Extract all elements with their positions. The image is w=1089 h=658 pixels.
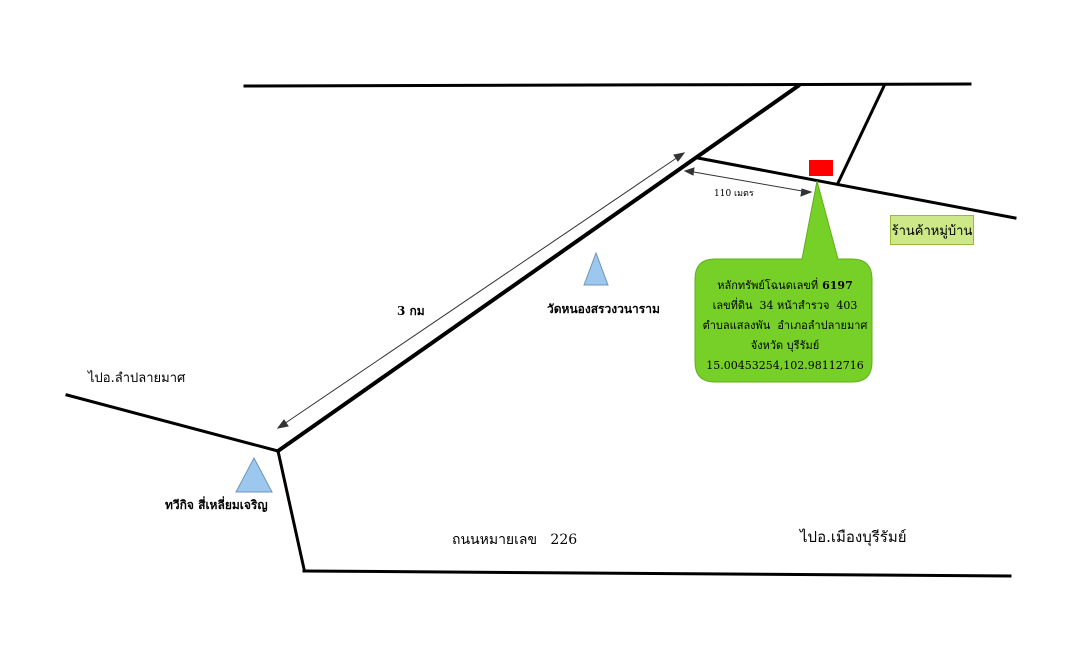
label-road-226: ถนนหมายเลข 226 (452, 532, 578, 548)
village-store-box: ร้านค้าหมู่บ้าน (890, 215, 974, 245)
store-box-fill (890, 215, 974, 245)
callout-line-4: จังหวัด บุรีรัมย์ (750, 339, 820, 352)
arrowhead-110m-end (800, 188, 813, 197)
callout-bubble (694, 180, 873, 383)
callout-deed-row: หลักทรัพย์โฉนดเลขที่6197 (696, 276, 874, 296)
arrowhead-110m-start (683, 167, 695, 176)
road-to-lam-plai-mat (65, 393, 280, 453)
triangle-icon (235, 456, 273, 493)
label-village-store: ร้านค้าหมู่บ้าน (891, 223, 973, 239)
callout-text: หลักทรัพย์โฉนดเลขที่6197 เลขที่ดิน 34 หน… (696, 276, 874, 376)
label-shop-name: ทวีกิจ สี่เหลี่ยมเจริญ (165, 498, 268, 512)
road-top (243, 82, 972, 88)
callout-coordinates: 15.00453254,102.98112716 (706, 359, 864, 372)
callout-deed-label: หลักทรัพย์โฉนดเลขที่ (717, 279, 819, 292)
callout-line-3: ตำบลแสลงพัน อำเภอลำปลายมาศ (702, 319, 868, 332)
roads (65, 82, 1017, 578)
callout-deed-number: 6197 (822, 279, 853, 292)
arrowhead-3km-start (276, 419, 289, 429)
label-distance-3km: 3 กม (397, 304, 425, 318)
distance-arrow-110m (687, 170, 809, 193)
label-temple-name: วัดหนองสรวงวนาราม (547, 302, 660, 316)
triangle-icon (583, 251, 609, 286)
arrowhead-3km-end (673, 152, 686, 162)
distance-markers (276, 152, 813, 429)
label-distance-110m: 110 เมตร (714, 189, 754, 199)
road-branch-east (696, 156, 1017, 220)
road-vertical-south (276, 449, 306, 571)
label-to-lam-plai-mat: ไปอ.ลำปลายมาศ (88, 371, 186, 386)
road-connector-north (836, 84, 886, 185)
road-diagonal-main (275, 83, 801, 454)
label-to-mueang-buriram: ไปอ.เมืองบุรีรัมย์ (800, 528, 907, 546)
callout-line-2: เลขที่ดิน 34 หน้าสำรวจ 403 (712, 299, 858, 312)
road-226 (302, 569, 1012, 578)
red-rectangle-icon (809, 160, 833, 176)
distance-arrow-3km (280, 154, 682, 427)
